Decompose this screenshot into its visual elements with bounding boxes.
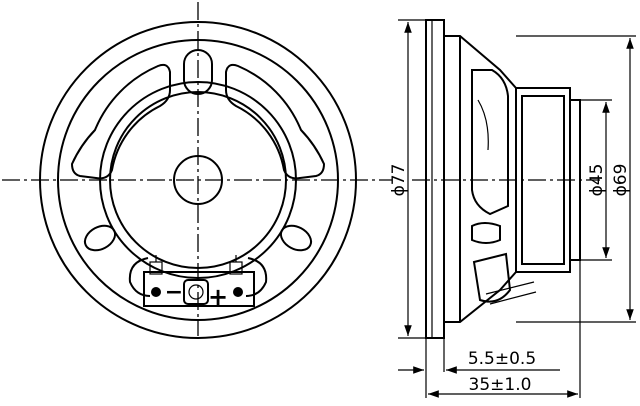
- terminal-center-lug: [183, 279, 209, 305]
- positive-symbol: +: [208, 283, 228, 311]
- basket-window-upper: [471, 69, 509, 216]
- front-flange: [425, 19, 445, 339]
- inner-rim: [57, 39, 339, 321]
- basket-window-bottom: [472, 252, 512, 303]
- flange-depth-label: 5.5±0.5: [468, 349, 536, 369]
- cone-surround: [99, 81, 297, 279]
- positive-terminal-dot: [233, 287, 243, 297]
- lower-left-oval-hole: [83, 224, 117, 252]
- terminal-board: − +: [143, 255, 255, 311]
- dust-cap: [173, 155, 223, 205]
- frame-diameter-label: ϕ69: [611, 164, 631, 197]
- terminal-pocket-left: [128, 257, 151, 297]
- negative-terminal-dot: [151, 287, 161, 297]
- right-window-slot: [225, 63, 326, 180]
- overall-depth-label: 35±1.0: [469, 375, 532, 395]
- side-view: [398, 19, 636, 398]
- basket-window-lower: [471, 222, 501, 244]
- dimensions: ϕ77 ϕ45 ϕ69 5.5±0.5 35±1.0: [389, 21, 634, 398]
- cone-inner-ring: [109, 91, 287, 269]
- top-oval-slot: [183, 49, 213, 95]
- outer-diameter-label: ϕ77: [389, 164, 409, 197]
- outer-rim: [39, 21, 357, 339]
- front-view: − +: [2, 2, 392, 339]
- basket-frame: [444, 35, 517, 323]
- left-window-slot: [70, 63, 171, 180]
- lower-right-oval-hole: [279, 224, 313, 252]
- magnet-diameter-label: ϕ45: [587, 164, 607, 197]
- negative-symbol: −: [165, 280, 183, 305]
